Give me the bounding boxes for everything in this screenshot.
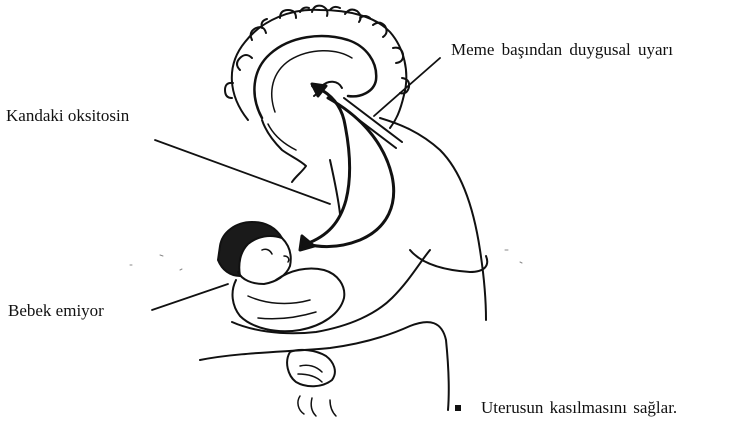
- mother-face: [262, 120, 306, 182]
- neural-pathway-arrowhead-up: [312, 84, 326, 96]
- bullet-item: Uterusun kasılmasını sağlar.: [455, 398, 677, 418]
- mother-arm: [232, 250, 430, 333]
- label-baby-suckling: Bebek emiyor: [8, 301, 104, 321]
- mother-hand: [287, 350, 335, 386]
- bullet-text: Uterusun kasılmasını sağlar.: [481, 398, 677, 418]
- square-bullet-icon: [455, 405, 461, 411]
- neural-pathway-up: [306, 88, 350, 244]
- baby-head: [218, 222, 291, 284]
- baby-body: [233, 268, 345, 331]
- leader-baby: [152, 284, 228, 310]
- label-blood-oxytocin: Kandaki oksitosin: [6, 106, 129, 126]
- hormone-arrowhead-down: [300, 236, 314, 250]
- leader-stimulus: [374, 58, 440, 116]
- label-nipple-stimulus: Meme başından duygusal uyarı: [451, 40, 673, 60]
- leader-oxytocin: [155, 140, 330, 204]
